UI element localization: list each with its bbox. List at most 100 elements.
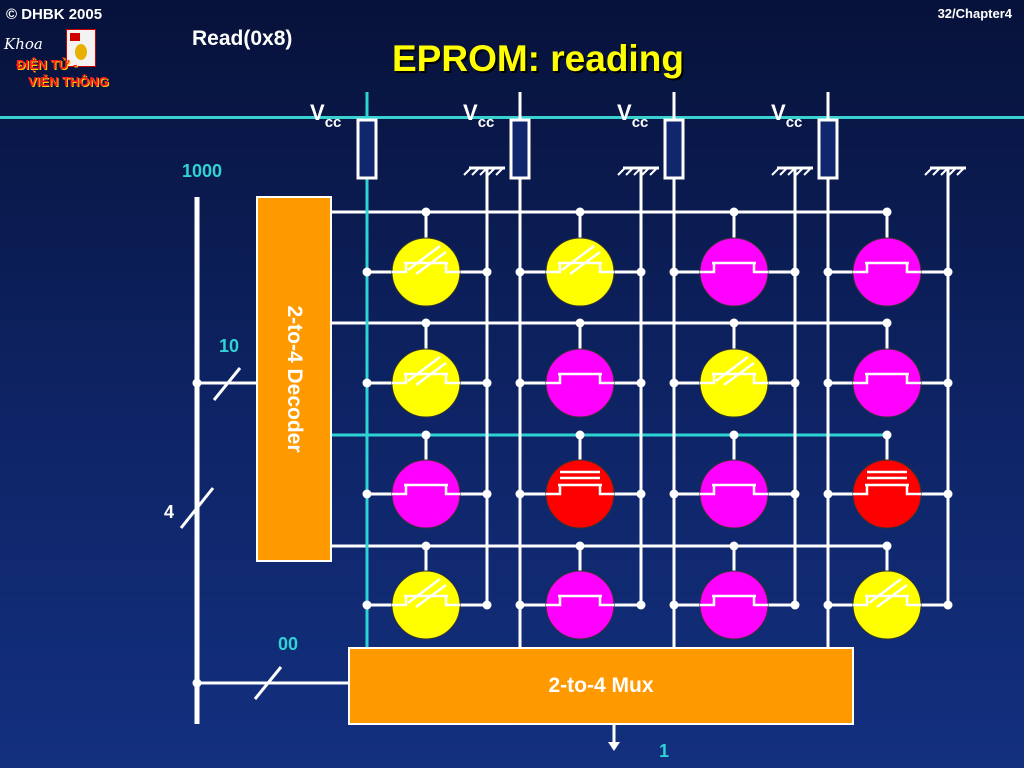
junction-dot (515, 489, 525, 499)
junction-dot (943, 378, 953, 388)
junction-dot (362, 378, 372, 388)
pullup-resistors (356, 118, 839, 180)
junction-dot (636, 378, 646, 388)
cell-drain-lead (853, 486, 869, 496)
junction-dot (943, 600, 953, 610)
cell-gate-line (723, 361, 755, 387)
ground-icon (463, 166, 505, 176)
cell-source-lead (905, 597, 921, 607)
cell-drain-lead (546, 486, 562, 496)
vcc-label: Vcc (771, 100, 802, 131)
ground-hatch (487, 167, 496, 176)
address-label: 1000 (182, 161, 222, 181)
decoder-label: 2-to-4 Decoder (283, 305, 306, 453)
cell-gate-line (561, 245, 595, 271)
junction-dot (421, 318, 431, 328)
cell-source-lead (444, 486, 460, 496)
cell-gate-line (407, 578, 441, 604)
cell-drain-lead (700, 375, 716, 385)
junction-dot (943, 267, 953, 277)
junction-dot (636, 267, 646, 277)
vcc-label: Vcc (463, 100, 494, 131)
junction-dot (421, 430, 431, 440)
junction-dot (636, 489, 646, 499)
junction-dot (515, 267, 525, 277)
junction-dot (790, 378, 800, 388)
cell-source-lead (598, 486, 614, 496)
junction-dot (575, 207, 585, 217)
pullup-resistor (817, 118, 839, 180)
memory-cell (852, 570, 922, 640)
cell-source-lead (752, 375, 768, 385)
cell-gate-line (407, 356, 441, 382)
cell-source-lead (444, 597, 460, 607)
memory-cell (699, 348, 769, 418)
junction-dot (823, 378, 833, 388)
memory-cell (545, 570, 615, 640)
vcc-main: V (771, 100, 786, 125)
ground-hatch (633, 167, 642, 176)
cell-drain-lead (546, 597, 562, 607)
cell-source-lead (444, 375, 460, 385)
junction-dot (421, 541, 431, 551)
memory-cell (545, 459, 615, 529)
memory-cell (545, 348, 615, 418)
ground-icon (924, 166, 966, 176)
junction-dot (823, 489, 833, 499)
cell-drain-lead (853, 597, 869, 607)
vcc-subscript: cc (632, 114, 649, 131)
junction-dot (790, 600, 800, 610)
title-rule (0, 116, 1024, 119)
bus-slash-lower (253, 666, 283, 700)
ground-hatch (479, 167, 488, 176)
junction-dot (882, 541, 892, 551)
junction-dot (943, 489, 953, 499)
cell-source-lead (905, 486, 921, 496)
junction-dot (790, 489, 800, 499)
ground-hatch (463, 167, 472, 176)
ground-icon (617, 166, 659, 176)
pullup-resistor (663, 118, 685, 180)
junction-dot (669, 267, 679, 277)
ground-hatch (625, 167, 634, 176)
pullup-resistor (509, 118, 531, 180)
vcc-main: V (310, 100, 325, 125)
vcc-label: Vcc (617, 100, 648, 131)
junction-dot (669, 600, 679, 610)
junction-dot (482, 489, 492, 499)
ground-hatch (803, 167, 812, 176)
cell-gate-line (415, 250, 447, 276)
junction-dot (362, 600, 372, 610)
cell-source-lead (598, 375, 614, 385)
junction-dot (362, 489, 372, 499)
junction-dot (882, 318, 892, 328)
cell-gate-line (415, 583, 447, 609)
cell-source-lead (905, 375, 921, 385)
junction-dots (192, 207, 953, 688)
ground-hatch (649, 167, 658, 176)
junction-dot (636, 600, 646, 610)
cell-source-lead (752, 597, 768, 607)
vcc-subscript: cc (786, 114, 803, 131)
logo-badge-icon (66, 29, 96, 67)
cell-gate-line (407, 245, 441, 271)
bus-width-label: 4 (164, 502, 174, 522)
memory-cells (391, 237, 922, 640)
ground-hatch (924, 167, 933, 176)
pullup-resistor (356, 118, 378, 180)
memory-cell (545, 237, 615, 307)
memory-cell (391, 459, 461, 529)
junction-dot (729, 541, 739, 551)
junction-dot (515, 378, 525, 388)
cell-gate-line (715, 356, 749, 382)
memory-cell (852, 348, 922, 418)
junction-dot (790, 267, 800, 277)
slide-title: EPROM: reading (392, 38, 684, 79)
output-arrow-icon (608, 742, 620, 751)
cell-drain-lead (392, 264, 408, 274)
memory-cell (699, 459, 769, 529)
ground-icon (771, 166, 813, 176)
cell-drain-lead (546, 264, 562, 274)
memory-cell (852, 459, 922, 529)
